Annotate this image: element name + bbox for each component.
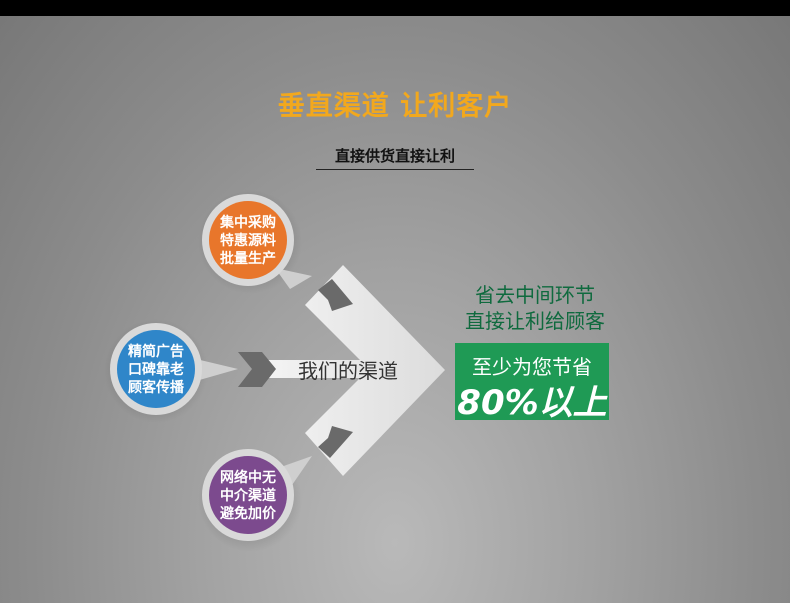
- savings-line-1: 省去中间环节: [475, 283, 595, 307]
- main-arrow: [262, 265, 445, 476]
- bubble-1-line-2: 特惠源料: [220, 233, 276, 249]
- bubble-2-line-2: 口碑靠老: [128, 362, 184, 378]
- bubble-3: [202, 449, 312, 541]
- top-bar: [0, 0, 790, 16]
- bubble-1-line-3: 批量生产: [220, 251, 276, 267]
- chevron-middle: [238, 352, 276, 387]
- bubble-2: [110, 323, 238, 415]
- bubble-2-line-1: 精简广告: [128, 344, 184, 360]
- bubble-1-text: 集中采购 特惠源料 批量生产: [208, 214, 288, 268]
- page-title: 垂直渠道 让利客户: [277, 91, 513, 122]
- bubble-2-text: 精简广告 口碑靠老 顾客传播: [116, 343, 196, 397]
- chevron-bottom: [318, 426, 353, 458]
- bubble-3-line-1: 网络中无: [220, 470, 276, 486]
- bubble-3-line-2: 中介渠道: [220, 488, 276, 504]
- bubble-3-line-3: 避免加价: [220, 506, 276, 522]
- page-subtitle: 直接供货直接让利: [316, 145, 474, 170]
- savings-badge-percent: 80%以上: [457, 383, 607, 423]
- savings-text: 省去中间环节 直接让利给顾客: [445, 282, 625, 334]
- bubble-1-line-1: 集中采购: [220, 215, 276, 231]
- savings-badge-caption: 至少为您节省: [472, 355, 592, 379]
- bubble-3-text: 网络中无 中介渠道 避免加价: [208, 469, 288, 523]
- bubble-2-line-3: 顾客传播: [128, 380, 184, 396]
- bubble-1: [202, 194, 312, 289]
- arrow-label: 我们的渠道: [298, 359, 398, 383]
- chevron-top: [318, 279, 353, 311]
- savings-badge: 至少为您节省 80%以上: [455, 343, 609, 423]
- savings-line-2: 直接让利给顾客: [465, 309, 605, 333]
